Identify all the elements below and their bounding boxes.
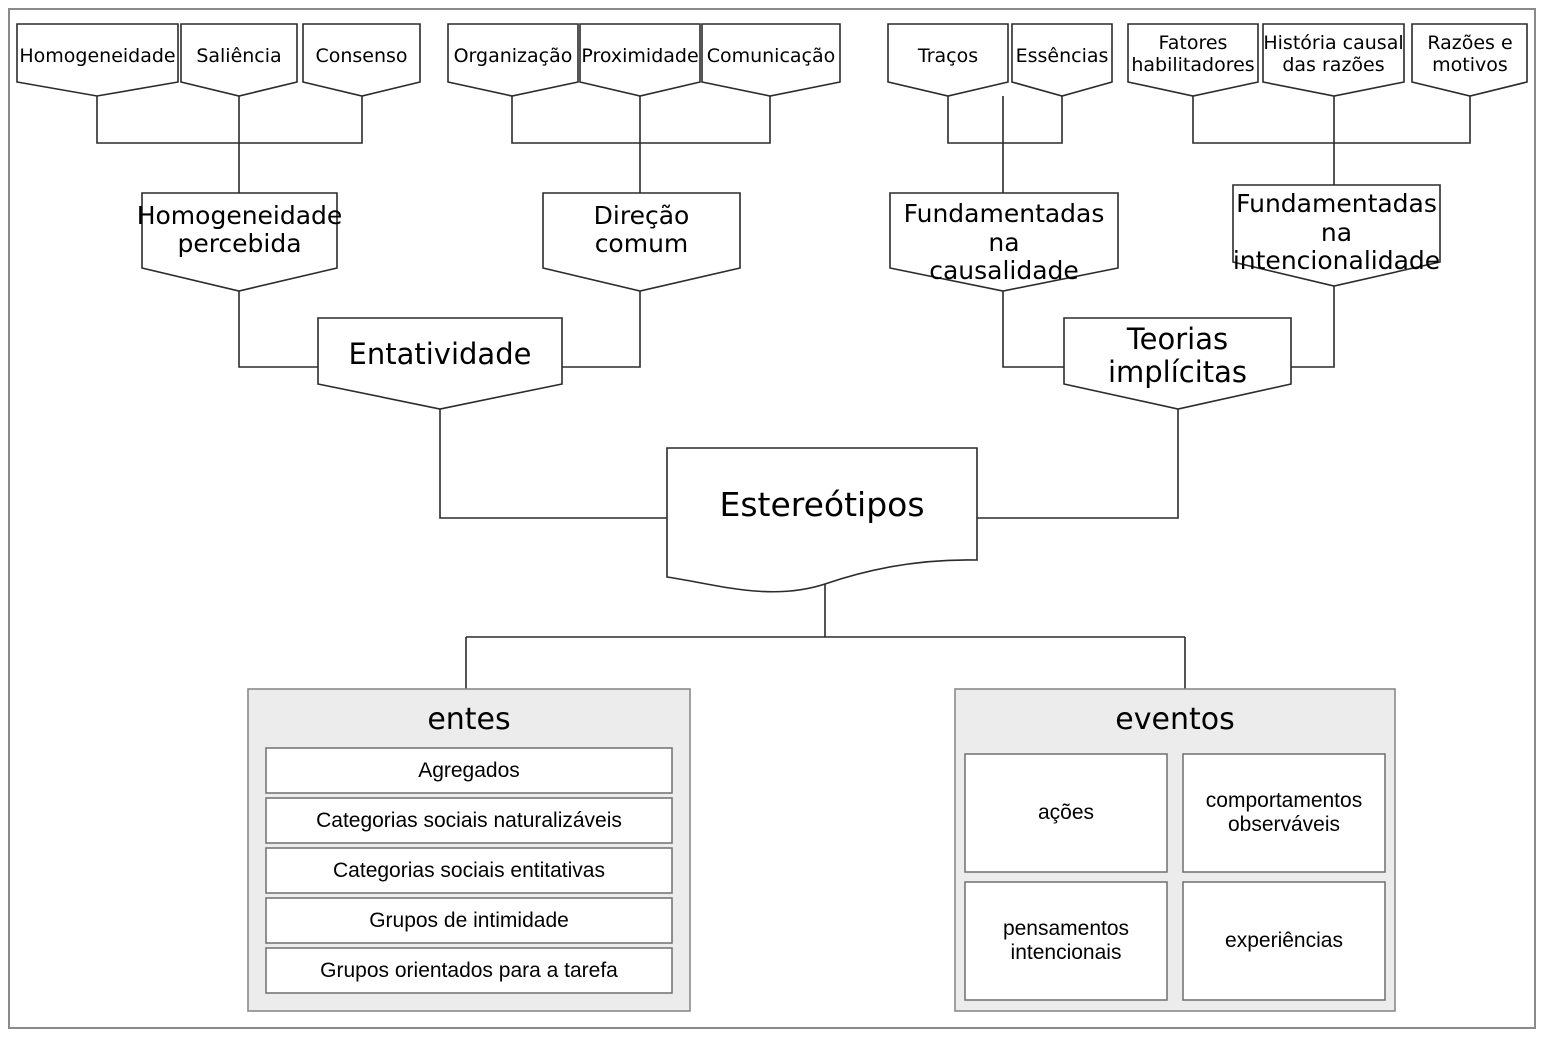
- panel-eventos-item-0: [964, 753, 1168, 873]
- connector-root-to-panels: [465, 584, 1186, 689]
- panel-eventos-item-1: [1182, 753, 1386, 873]
- node-homogeneidade-percebida: [141, 192, 338, 292]
- panel-entes-item-3: [265, 897, 673, 944]
- node-fundamentadas-intencionalidade: [1232, 184, 1441, 287]
- connector-entatividade-left: [238, 291, 318, 368]
- node-consenso: [302, 23, 421, 97]
- panel-eventos-item-2: [964, 881, 1168, 1001]
- connector-group-b: [511, 96, 771, 193]
- panel-entes-item-0: [265, 747, 673, 794]
- node-homogeneidade: [16, 23, 179, 97]
- node-entatividade: [317, 317, 563, 410]
- node-fundamentadas-causalidade: [889, 192, 1119, 292]
- node-saliencia: [180, 23, 298, 97]
- connector-teorias-right: [1291, 286, 1335, 368]
- node-comunicacao: [701, 23, 841, 97]
- node-teorias-implicitas: [1063, 317, 1292, 410]
- connector-group-a: [96, 96, 363, 193]
- node-direcao-comum: [542, 192, 741, 292]
- node-fatores: [1127, 23, 1259, 97]
- connector-teorias-left: [1002, 291, 1064, 368]
- node-proximidade: [579, 23, 701, 97]
- node-estereotipos: [666, 447, 978, 593]
- connector-entatividade-right: [562, 291, 641, 368]
- node-tracos: [887, 23, 1009, 97]
- panel-entes-item-1: [265, 797, 673, 844]
- node-essencias: [1011, 23, 1113, 97]
- connector-teorias-to-root: [977, 409, 1179, 519]
- node-razoes: [1411, 23, 1528, 97]
- panel-eventos-item-3: [1182, 881, 1386, 1001]
- node-historia: [1262, 23, 1405, 97]
- connector-entatividade-to-root: [439, 409, 667, 519]
- connector-group-d: [1192, 96, 1471, 185]
- panel-entes-item-4: [265, 947, 673, 994]
- node-organizacao: [447, 23, 579, 97]
- panel-entes-item-2: [265, 847, 673, 894]
- connector-group-c: [947, 96, 1063, 193]
